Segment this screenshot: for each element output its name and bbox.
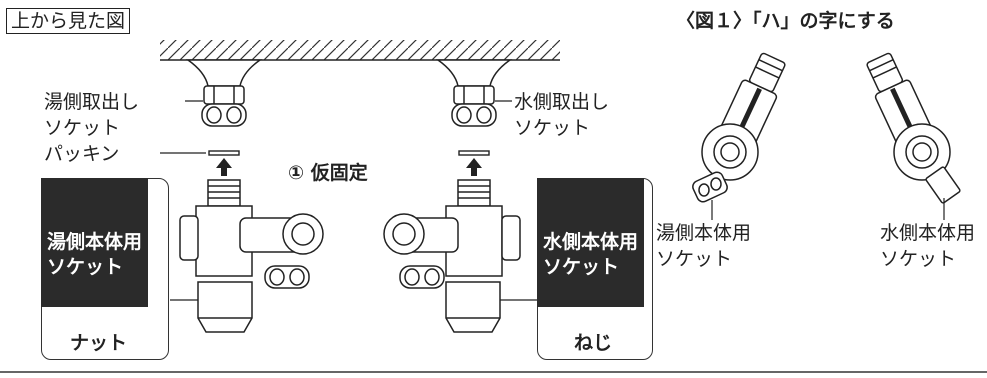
top-view-label: 上から見た図 (6, 8, 131, 34)
hot-body-socket-header: 湯側本体用ソケット (41, 178, 149, 307)
cold-up-arrow (466, 158, 482, 176)
fig1-cold-label: 水側本体用ソケット (880, 222, 976, 270)
thread-label: ねじ (574, 332, 613, 354)
cold-valve-body (383, 179, 521, 333)
hot-valve-body (179, 179, 324, 333)
cold-body-socket-header: 水側本体用ソケット (537, 178, 645, 307)
cold-outlet-socket (435, 59, 513, 127)
hot-outlet-label: 湯側取出しソケット (44, 91, 140, 139)
packing-label: パッキン (44, 143, 120, 165)
fig1-hot-socket (692, 52, 786, 203)
cold-packing (458, 150, 490, 156)
cold-outlet-label: 水側取出しソケット (514, 91, 610, 139)
step-label: ① 仮固定 (288, 162, 368, 184)
nut-label: ナット (70, 332, 128, 354)
hot-outlet-socket (185, 59, 263, 127)
fig1-cold-socket (866, 52, 961, 204)
hot-packing (208, 150, 240, 156)
hot-up-arrow (216, 158, 232, 176)
wall (160, 40, 560, 61)
fig1-hot-label: 湯側本体用ソケット (656, 222, 752, 270)
figure-title: 〈図１〉「ハ」の字にする (676, 10, 895, 32)
